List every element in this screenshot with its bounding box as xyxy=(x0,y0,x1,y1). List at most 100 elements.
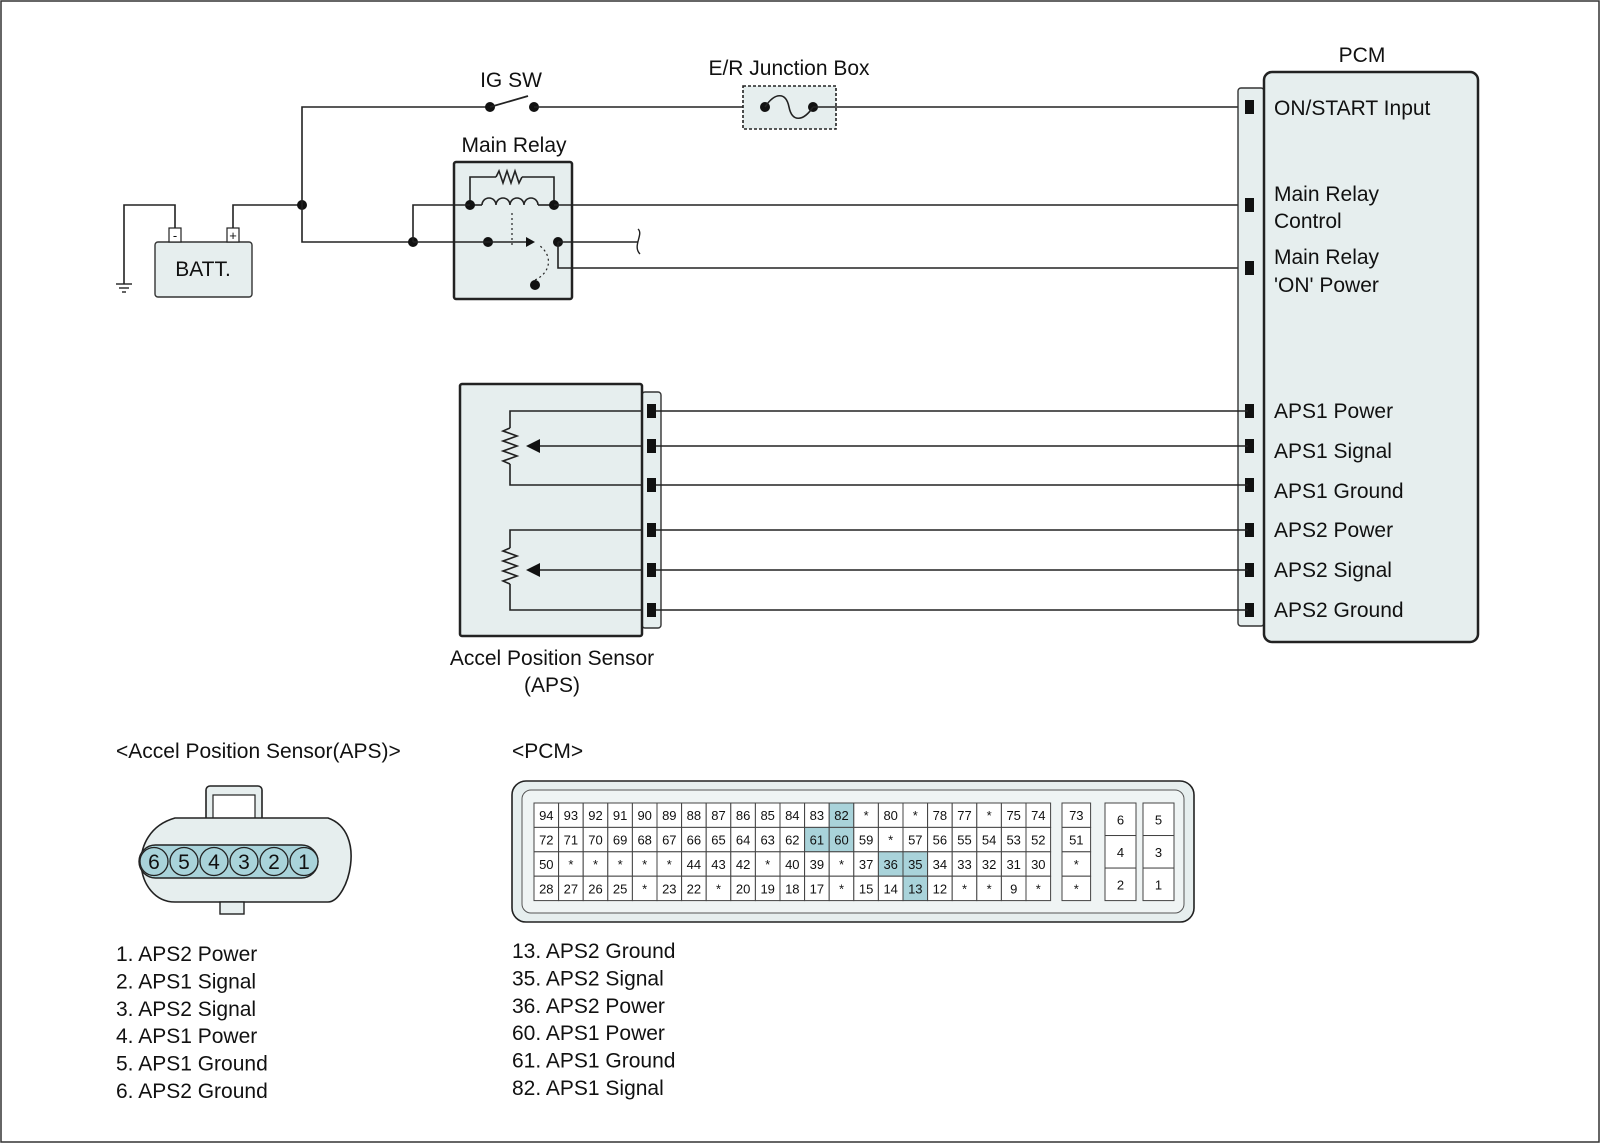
pcm-pin-cell xyxy=(607,802,633,828)
battery-positive-wire xyxy=(232,204,302,228)
pcm-pin-number: 68 xyxy=(637,833,651,848)
aps-label-line2: (APS) xyxy=(524,674,580,697)
pcm-pin-number: 25 xyxy=(613,881,627,896)
battery-body xyxy=(154,241,253,298)
pcm-pin-number: 4 xyxy=(1117,845,1124,860)
pcm-pin-number: * xyxy=(864,808,869,823)
pcm-pin-number: 51 xyxy=(1069,833,1083,848)
pcm-input-relay-power-line1: Main Relay xyxy=(1274,246,1380,269)
pcm-pin-number: 75 xyxy=(1006,808,1020,823)
aps-pin-list-item: 5. APS1 Ground xyxy=(116,1053,268,1076)
pcm-pin-number: * xyxy=(962,881,967,896)
pcm-pin-number: 42 xyxy=(736,857,750,872)
junction-box-label: E/R Junction Box xyxy=(708,57,870,80)
pcm-pin-number: * xyxy=(642,881,647,896)
aps-pin-circle xyxy=(259,846,289,877)
ignition-switch: IG SW xyxy=(480,69,542,112)
pcm-pin-number: 59 xyxy=(859,833,873,848)
pcm-pin-list-item: 82. APS1 Signal xyxy=(512,1077,664,1100)
pcm-pin-number: 43 xyxy=(711,857,725,872)
pcm-pin-number: * xyxy=(1074,857,1079,872)
pcm-pin-cell xyxy=(976,875,1002,902)
pcm-pin-number: 53 xyxy=(1006,833,1020,848)
pcm-pin-cell xyxy=(681,826,707,853)
aps-pin-number: 3 xyxy=(238,851,250,874)
battery-plus-sign: + xyxy=(229,228,237,243)
pcm-pin-number: 89 xyxy=(662,808,676,823)
pcm-pin-number: 82 xyxy=(834,808,848,823)
pcm-module: PCM ON/START Input Main Relay Control Ma… xyxy=(1237,44,1480,644)
pcm-pin-number: * xyxy=(913,808,918,823)
pcm-input-aps2-signal: APS2 Signal xyxy=(1274,559,1392,582)
pcm-pin-cell xyxy=(1104,802,1137,837)
aps-pin-circle xyxy=(229,846,259,877)
pcm-pin-cell xyxy=(656,875,683,902)
pcm-input-aps1-signal: APS1 Signal xyxy=(1274,440,1392,463)
battery-ground-wire xyxy=(123,204,176,284)
pcm-pin-number: * xyxy=(839,857,844,872)
pcm-pin-cell xyxy=(1061,875,1092,902)
pcm-pin-number: 17 xyxy=(810,881,824,896)
accel-position-sensor: Accel Position Sensor (APS) xyxy=(450,382,662,697)
pcm-pin-number: 36 xyxy=(883,857,897,872)
pcm-pin-cell xyxy=(730,875,756,902)
pcm-pin-number: 2 xyxy=(1117,877,1124,892)
pcm-pin-number: 94 xyxy=(539,808,553,823)
pcm-pin-number: 67 xyxy=(662,833,676,848)
pcm-pin-number: 22 xyxy=(687,881,701,896)
pcm-pin-cell xyxy=(1104,867,1137,902)
pcm-pin-cell xyxy=(730,826,756,853)
pcm-pin-number: * xyxy=(987,881,992,896)
aps-connector-title: <Accel Position Sensor(APS)> xyxy=(116,740,401,763)
pcm-pin-number: 19 xyxy=(760,881,774,896)
pcm-pin-list-item: 36. APS2 Power xyxy=(512,995,665,1018)
pcm-pin-number: 52 xyxy=(1031,833,1045,848)
coil-icon xyxy=(481,197,539,206)
pcm-input-aps1-ground: APS1 Ground xyxy=(1274,480,1404,503)
aps-pin-circle xyxy=(139,846,169,877)
aps-pin-list-item: 6. APS2 Ground xyxy=(116,1080,268,1103)
aps-pin-circle xyxy=(289,846,319,877)
pcm-pin-cell xyxy=(951,802,978,828)
relay-coil-feed-wire xyxy=(412,204,470,242)
relay-on-power-wire xyxy=(557,242,1248,269)
pcm-pin-cell xyxy=(902,802,929,828)
pcm-pin-number: 31 xyxy=(1006,857,1020,872)
pcm-pin-cell xyxy=(1025,851,1052,877)
aps-pin-list-item: 4. APS1 Power xyxy=(116,1025,257,1048)
fuse-icon xyxy=(764,94,814,120)
pcm-pin-number: * xyxy=(568,857,573,872)
pcm-pin-number: * xyxy=(1036,881,1041,896)
pcm-pin-number: 26 xyxy=(588,881,602,896)
pcm-pin-cell xyxy=(828,826,855,853)
pcm-pin-cell xyxy=(681,802,707,828)
pcm-pin-cell xyxy=(902,826,929,853)
pcm-body xyxy=(1262,70,1480,644)
pcm-pin-number: * xyxy=(667,857,672,872)
pcm-pin-cell xyxy=(607,875,633,902)
junction-box: E/R Junction Box xyxy=(708,57,870,130)
pcm-pin-number: 74 xyxy=(1031,808,1045,823)
battery-minus-sign: - xyxy=(173,228,177,243)
relay-feed-wire xyxy=(301,205,413,243)
aps-pin-circle xyxy=(169,846,199,877)
pcm-pin-cell xyxy=(656,802,683,828)
pcm-pin-cell xyxy=(804,875,830,902)
pcm-pin-number: 3 xyxy=(1155,845,1162,860)
pcm-pin-number: 73 xyxy=(1069,808,1083,823)
pcm-pin-cell xyxy=(1142,835,1175,869)
pcm-pin-number: 62 xyxy=(785,833,799,848)
pcm-pin-number: 60 xyxy=(834,833,848,848)
pcm-pin-number: 63 xyxy=(760,833,774,848)
wire-break-icon xyxy=(636,228,641,255)
pcm-pin-number: 40 xyxy=(785,857,799,872)
pcm-pin-number: * xyxy=(839,881,844,896)
potentiometer-1-icon xyxy=(500,427,520,465)
ig-sw-label: IG SW xyxy=(480,69,542,92)
pcm-pin-cell xyxy=(1142,867,1175,902)
pcm-pin-number: * xyxy=(716,881,721,896)
